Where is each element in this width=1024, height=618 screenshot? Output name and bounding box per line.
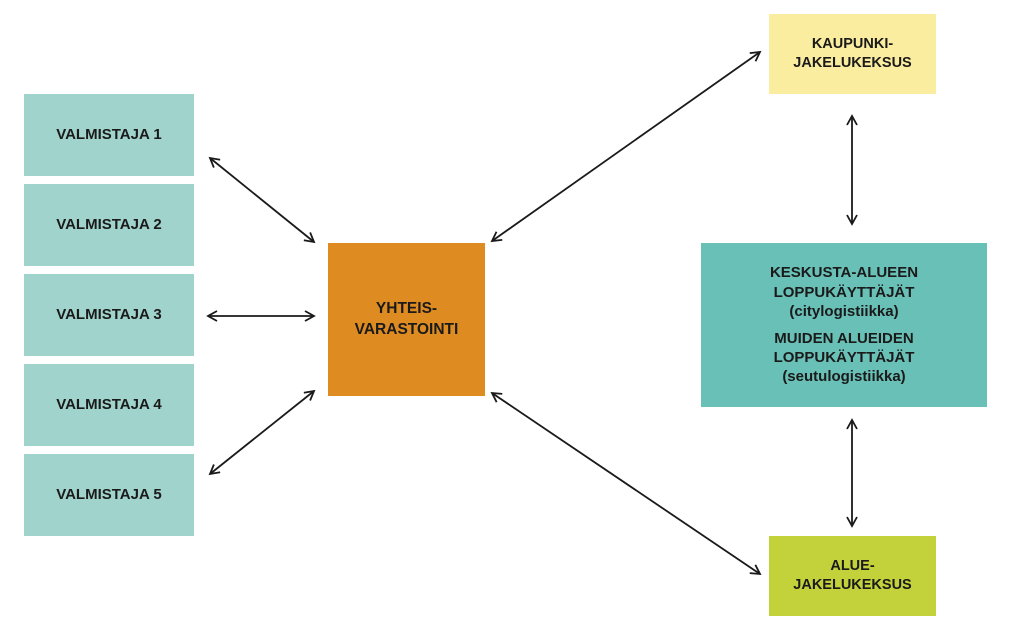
city-center-label-line1: KAUPUNKI- [811, 36, 894, 53]
region-users-title-2: LOPPUKÄYTTÄJÄT [773, 349, 915, 367]
manufacturer-box-3: VALMISTAJA 3 [24, 274, 194, 356]
regional-distribution-center-box: ALUE- JAKELUKEKSUS [769, 536, 936, 616]
city-distribution-center-box: KAUPUNKI- JAKELUKEKSUS [769, 14, 936, 94]
arrow-storage-city-center [490, 50, 762, 243]
manufacturer-label-4: VALMISTAJA 4 [56, 396, 162, 414]
city-center-label-line2: JAKELUKEKSUS [793, 55, 912, 71]
city-users-subtitle: (citylogistiikka) [789, 302, 899, 320]
storage-label-line1: YHTEIS- [375, 300, 438, 318]
shared-storage-box: YHTEIS- VARASTOINTI [328, 243, 485, 396]
region-users-title-1: MUIDEN ALUEIDEN [774, 330, 914, 347]
region-center-label-line1: ALUE- [830, 558, 875, 575]
manufacturer-label-2: VALMISTAJA 2 [56, 216, 162, 234]
city-users-title-2: LOPPUKÄYTTÄJÄT [773, 283, 915, 301]
manufacturer-box-5: VALMISTAJA 5 [24, 454, 194, 536]
arrow-manufacturer-1-storage [208, 156, 316, 244]
arrow-manufacturer-5-storage [208, 389, 316, 476]
manufacturer-box-4: VALMISTAJA 4 [24, 364, 194, 446]
manufacturer-label-1: VALMISTAJA 1 [56, 126, 162, 144]
manufacturer-label-5: VALMISTAJA 5 [56, 486, 162, 504]
region-center-label-line2: JAKELUKEKSUS [793, 577, 912, 593]
manufacturer-box-1: VALMISTAJA 1 [24, 94, 194, 176]
arrow-storage-region-center [490, 391, 762, 576]
city-users-title-1: KESKUSTA-ALUEEN [769, 264, 919, 282]
storage-label-line2: VARASTOINTI [354, 320, 459, 338]
manufacturer-box-2: VALMISTAJA 2 [24, 184, 194, 266]
manufacturer-label-3: VALMISTAJA 3 [56, 306, 162, 324]
end-users-box: KESKUSTA-ALUEEN LOPPUKÄYTTÄJÄT (citylogi… [701, 243, 987, 407]
region-users-subtitle: (seutulogistiikka) [782, 368, 906, 386]
